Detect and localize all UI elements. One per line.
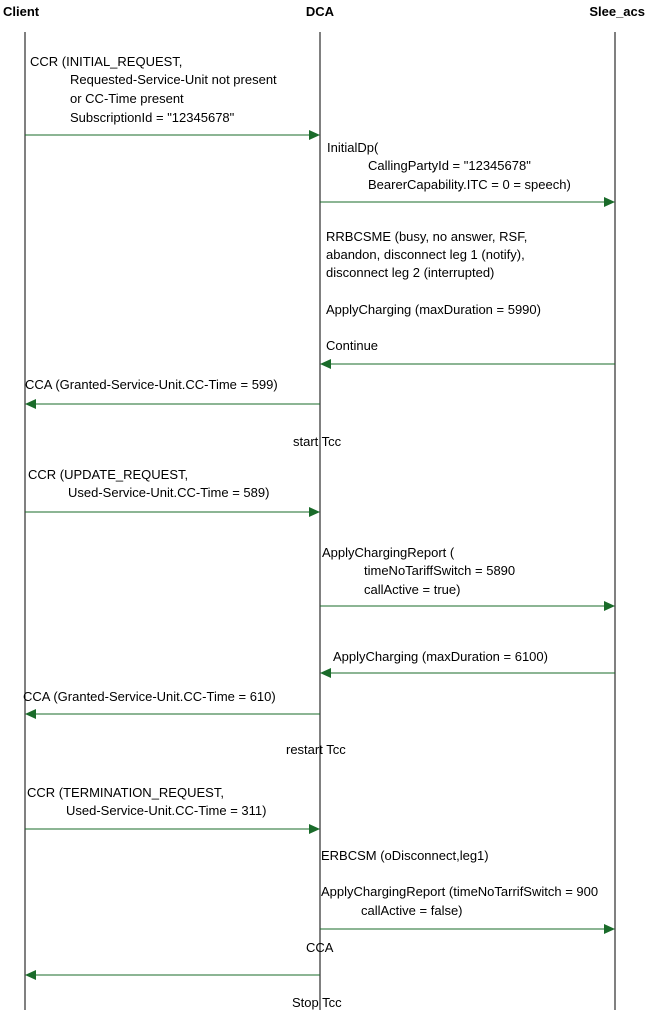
actor-label-slee: Slee_acs [589, 4, 645, 19]
message-label-acr-1: callActive = true) [364, 582, 460, 597]
arrow-ccr-termination-head [309, 824, 320, 834]
message-label-ccr-termination: CCR (TERMINATION_REQUEST, [27, 785, 224, 800]
message-label-note-restart-tcc: restart Tcc [286, 742, 346, 757]
message-label-rrbcsme: RRBCSME (busy, no answer, RSF, [326, 229, 527, 244]
arrow-ccr-update-head [309, 507, 320, 517]
message-label-ccr-update: Used-Service-Unit.CC-Time = 589) [68, 485, 269, 500]
message-label-note-start-tcc: start Tcc [293, 434, 342, 449]
message-label-ccr-initial: or CC-Time present [70, 91, 184, 106]
message-label-note-stop-tcc: Stop Tcc [292, 995, 342, 1010]
arrow-erbcsm-acr-head [604, 924, 615, 934]
message-label-ccr-initial: SubscriptionId = "12345678" [70, 110, 235, 125]
message-label-acr-1: timeNoTariffSwitch = 5890 [364, 563, 515, 578]
message-label-acr-1: ApplyChargingReport ( [322, 545, 455, 560]
message-label-ccr-termination: Used-Service-Unit.CC-Time = 311) [66, 803, 266, 818]
arrow-cca-1-head [25, 399, 36, 409]
message-label-ccr-initial: CCR (INITIAL_REQUEST, [30, 54, 182, 69]
message-label-cca-1: CCA (Granted-Service-Unit.CC-Time = 599) [25, 377, 278, 392]
arrow-initialdp-head [604, 197, 615, 207]
message-label-rrbcsme: disconnect leg 2 (interrupted) [326, 265, 494, 280]
message-label-initialdp: BearerCapability.ITC = 0 = speech) [368, 177, 571, 192]
message-label-erbcsm-acr: ERBCSM (oDisconnect,leg1) [321, 848, 489, 863]
actor-label-client: Client [3, 4, 40, 19]
arrow-ccr-initial-head [309, 130, 320, 140]
message-label-cca-3: CCA [306, 940, 334, 955]
message-label-erbcsm-acr: callActive = false) [361, 903, 463, 918]
message-label-erbcsm-acr: ApplyChargingReport (timeNoTarrifSwitch … [321, 884, 598, 899]
message-label-rrbcsme: abandon, disconnect leg 1 (notify), [326, 247, 525, 262]
message-label-initialdp: InitialDp( [327, 140, 379, 155]
message-label-applycharging-2: ApplyCharging (maxDuration = 6100) [333, 649, 548, 664]
arrow-acr-1-head [604, 601, 615, 611]
message-label-rrbcsme: Continue [326, 338, 378, 353]
arrow-applycharging-2-head [320, 668, 331, 678]
message-label-rrbcsme: ApplyCharging (maxDuration = 5990) [326, 302, 541, 317]
actor-label-dca: DCA [306, 4, 335, 19]
message-label-ccr-initial: Requested-Service-Unit not present [70, 72, 277, 87]
message-label-cca-2: CCA (Granted-Service-Unit.CC-Time = 610) [23, 689, 276, 704]
arrow-cca-3-head [25, 970, 36, 980]
message-label-initialdp: CallingPartyId = "12345678" [368, 158, 531, 173]
message-label-ccr-update: CCR (UPDATE_REQUEST, [28, 467, 188, 482]
arrow-cca-2-head [25, 709, 36, 719]
arrow-rrbcsme-head [320, 359, 331, 369]
